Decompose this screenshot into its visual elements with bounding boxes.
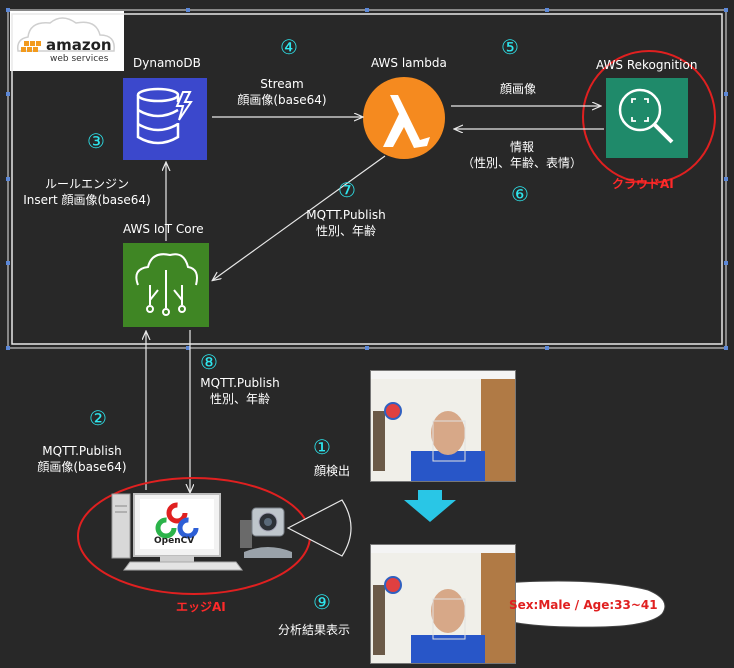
opencv-label: OpenCV [154,536,195,546]
cyan-down-arrow [404,490,456,522]
cloud-ai-label: クラウドAI [612,177,674,191]
dynamodb-title: DynamoDB [133,56,201,70]
rule-engine-line1: ルールエンジン [44,177,129,191]
aws-logo-sub: web services [50,54,109,64]
step-9-number: ⑨ [313,590,331,614]
face-detect-photo [371,379,515,481]
face-image-label: 顔画像 [500,82,537,96]
aws-logo-brand: amazon [46,36,112,54]
iot-core-icon [123,243,209,327]
aws-logo: amazon web services [10,11,124,71]
result-bubble-text: Sex:Male / Age:33~41 [509,598,658,612]
step-3-number: ③ [87,129,105,153]
face-detection-label: 顔検出 [314,464,351,478]
result-screenshot [370,544,516,664]
info-label-line1: 情報 [509,140,534,154]
dynamodb-icon [123,78,207,160]
step-6-number: ⑥ [511,182,529,206]
info-label: 情報 （性別、年齢、表情） [462,139,582,171]
step-5-number: ⑤ [501,35,519,59]
arrow-lambda-to-iot [213,155,386,280]
step-2-number: ② [89,406,107,430]
mqtt-step8-label: MQTT.Publish 性別、年齢 [192,375,288,407]
rekognition-title: AWS Rekognition [596,58,698,72]
step-4-number: ④ [280,35,298,59]
stream-label-line1: Stream [260,77,304,91]
mqtt-step2-line1: MQTT.Publish [42,444,122,458]
mqtt-step7-line1: MQTT.Publish [306,208,386,222]
step-8-number: ⑧ [200,350,218,374]
rekognition-icon [606,78,688,158]
result-display-label: 分析結果表示 [278,623,351,637]
face-detect-screenshot [370,370,516,482]
mqtt-step7-line2: 性別、年齢 [315,224,376,238]
result-photo [371,553,515,663]
rule-engine-line2: Insert 顔画像(base64) [23,193,151,207]
iot-core-title: AWS IoT Core [123,222,204,236]
camera-view-cone [286,499,352,557]
mqtt-step2-label: MQTT.Publish 顔画像(base64) [28,443,136,475]
step-7-number: ⑦ [338,178,356,202]
mqtt-step2-line2: 顔画像(base64) [37,460,127,474]
stream-label: Stream 顔画像(base64) [227,76,337,108]
info-label-line2: （性別、年齢、表情） [462,156,583,170]
step-1-number: ① [313,435,331,459]
lambda-icon [363,77,445,159]
camera-icon [240,507,292,558]
mqtt-step8-line2: 性別、年齢 [209,392,270,406]
lambda-title: AWS lambda [371,56,447,70]
aws-logo-graphic [16,17,115,52]
cloud-ai-highlight-circle [582,50,716,184]
selection-handles [6,8,728,350]
edge-ai-label: エッジAI [176,600,226,614]
aws-cloud-inner-border [11,13,723,345]
rule-engine-label: ルールエンジン Insert 顔画像(base64) [20,176,154,208]
opencv-logo [155,502,199,539]
mqtt-step7-label: MQTT.Publish 性別、年齢 [298,207,394,239]
stream-label-line2: 顔画像(base64) [237,93,327,107]
mqtt-step8-line1: MQTT.Publish [200,376,280,390]
